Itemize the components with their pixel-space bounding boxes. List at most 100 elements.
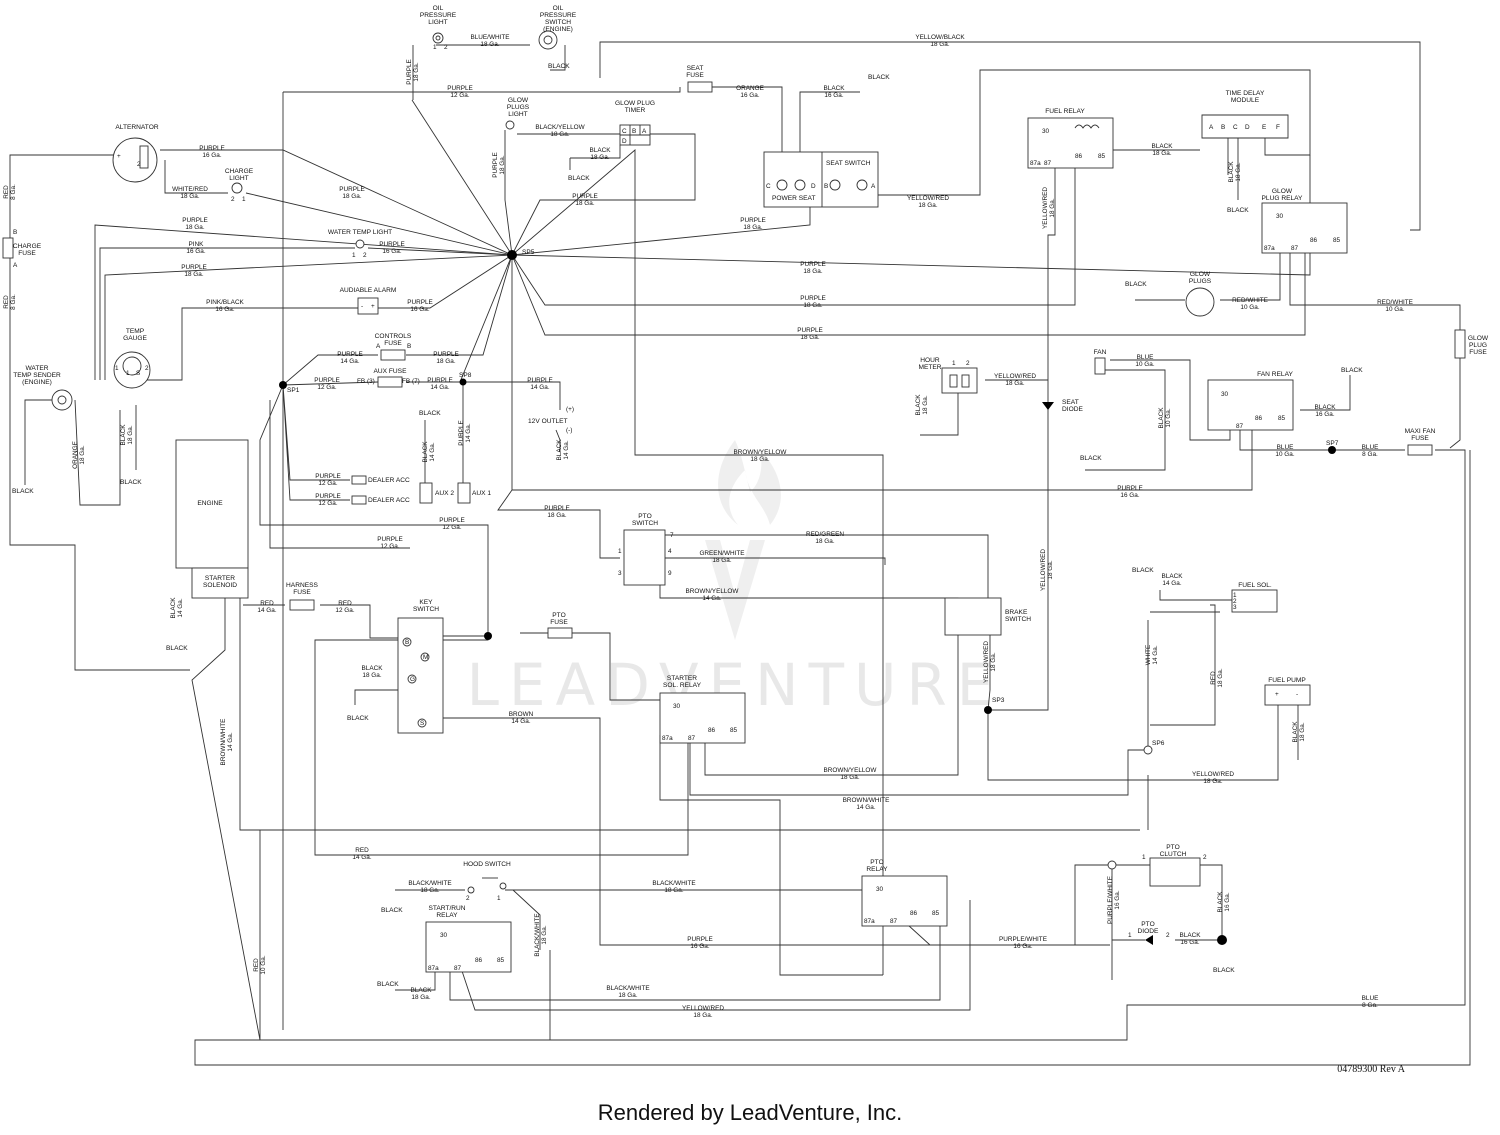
svg-text:BLACK18 Ga.: BLACK18 Ga. (120, 424, 134, 446)
svg-text:30: 30 (440, 932, 448, 939)
svg-text:7: 7 (670, 532, 674, 539)
svg-text:+: + (371, 303, 375, 310)
svg-text:1: 1 (1142, 854, 1146, 861)
svg-text:FUEL PUMP: FUEL PUMP (1268, 677, 1306, 684)
svg-text:PURPLE18 Ga.: PURPLE18 Ga. (433, 351, 459, 365)
svg-text:1: 1 (242, 196, 246, 203)
svg-text:PURPLE18 Ga.: PURPLE18 Ga. (339, 186, 365, 200)
svg-text:D: D (622, 138, 627, 145)
svg-text:YELLOW/RED18 Ga.: YELLOW/RED18 Ga. (994, 373, 1036, 387)
revision-number: 04789300 Rev A (1337, 1064, 1406, 1075)
svg-text:FB (7): FB (7) (402, 378, 420, 385)
svg-text:87: 87 (454, 965, 462, 972)
svg-text:PINK/BLACK16 Ga.: PINK/BLACK16 Ga. (206, 299, 244, 313)
svg-text:SP6: SP6 (1152, 740, 1165, 747)
svg-text:2: 2 (231, 196, 235, 203)
svg-text:AUX 1: AUX 1 (472, 490, 491, 497)
svg-text:PURPLE18 Ga.: PURPLE18 Ga. (544, 505, 570, 519)
svg-text:BLACK14 Ga.: BLACK14 Ga. (422, 441, 436, 463)
svg-text:SP1: SP1 (287, 387, 300, 394)
svg-text:87: 87 (1044, 160, 1052, 167)
svg-text:BLACK/WHITE18 Ga.: BLACK/WHITE18 Ga. (534, 913, 548, 956)
svg-text:A: A (871, 183, 876, 190)
svg-text:(-): (-) (566, 427, 572, 434)
svg-text:2: 2 (137, 161, 141, 168)
svg-text:PURPLE18 Ga.: PURPLE18 Ga. (182, 217, 208, 231)
svg-text:87: 87 (1236, 423, 1244, 430)
svg-text:30: 30 (1042, 128, 1050, 135)
aux-fuse: AUX FUSE FB (3)FB (7) (357, 368, 420, 388)
svg-text:9: 9 (668, 570, 672, 577)
svg-text:B: B (13, 229, 17, 236)
svg-text:BLACK14 Ga.: BLACK14 Ga. (556, 439, 570, 461)
svg-text:BLACK18 Ga.: BLACK18 Ga. (1292, 721, 1306, 743)
svg-text:BLACK: BLACK (548, 63, 570, 70)
wire-harness (9, 41, 1471, 1066)
svg-text:BLACK: BLACK (120, 479, 142, 486)
svg-text:86: 86 (1310, 237, 1318, 244)
svg-text:PURPLE14 Ga.: PURPLE14 Ga. (337, 351, 363, 365)
svg-text:POWER SEAT: POWER SEAT (772, 195, 815, 202)
svg-text:PURPLE18 Ga.: PURPLE18 Ga. (800, 261, 826, 275)
svg-text:C: C (1233, 124, 1238, 131)
svg-text:2: 2 (363, 252, 367, 259)
svg-text:BLACK10 Ga.: BLACK10 Ga. (1158, 407, 1172, 429)
svg-text:BROWN/WHITE14 Ga.: BROWN/WHITE14 Ga. (843, 797, 890, 811)
svg-text:1: 1 (497, 895, 501, 902)
svg-text:B: B (405, 639, 409, 646)
svg-text:C: C (622, 128, 627, 135)
svg-text:PURPLE18 Ga.: PURPLE18 Ga. (406, 59, 420, 85)
svg-text:BLACK/WHITE18 Ga.: BLACK/WHITE18 Ga. (408, 880, 451, 894)
svg-text:PURPLE18 Ga.: PURPLE18 Ga. (572, 193, 598, 207)
svg-text:BLACK18 Ga.: BLACK18 Ga. (1228, 161, 1242, 183)
svg-text:BLACK18 Ga.: BLACK18 Ga. (1152, 143, 1174, 157)
svg-text:A: A (13, 262, 18, 269)
svg-text:YELLOW/RED18 Ga.: YELLOW/RED18 Ga. (1040, 549, 1054, 591)
svg-text:YELLOW/RED18 Ga.: YELLOW/RED18 Ga. (682, 1005, 724, 1019)
svg-text:85: 85 (1278, 415, 1286, 422)
svg-text:SP8: SP8 (459, 372, 472, 379)
svg-text:ORANGE18 Ga.: ORANGE18 Ga. (72, 441, 86, 469)
svg-text:WATER TEMP LIGHT: WATER TEMP LIGHT (328, 229, 392, 236)
svg-text:BLACK: BLACK (381, 907, 403, 914)
svg-text:3: 3 (1233, 604, 1237, 611)
svg-text:BLACK16 Ga.: BLACK16 Ga. (1217, 891, 1231, 913)
svg-text:PURPLE14 Ga.: PURPLE14 Ga. (458, 420, 472, 446)
svg-text:30: 30 (673, 703, 681, 710)
svg-text:30: 30 (1221, 391, 1229, 398)
svg-text:SP3: SP3 (992, 697, 1005, 704)
svg-text:87a: 87a (428, 965, 439, 972)
svg-text:B: B (824, 183, 828, 190)
svg-text:30: 30 (1276, 213, 1284, 220)
